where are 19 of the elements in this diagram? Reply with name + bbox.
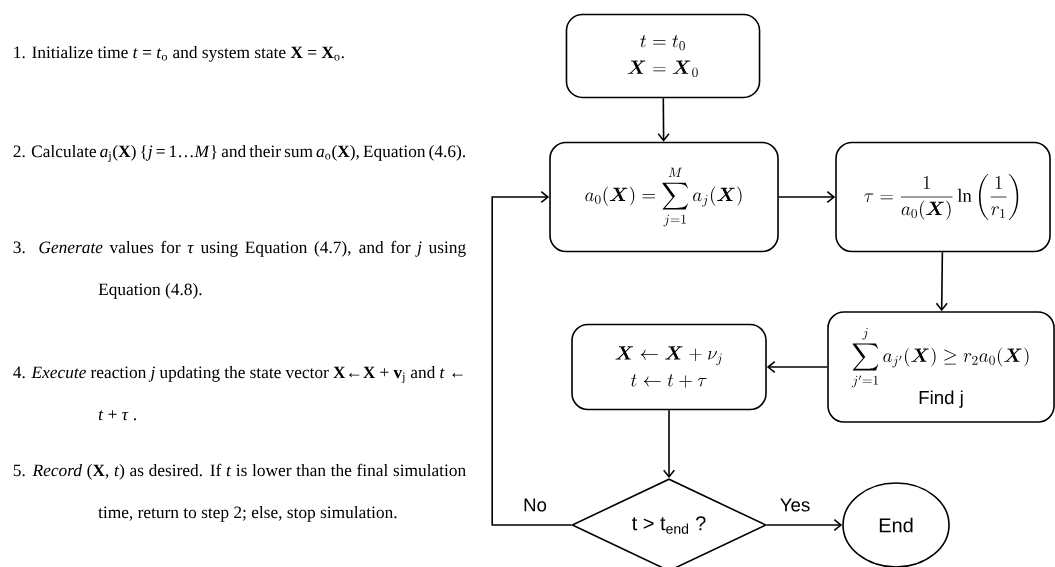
arrow [657,97,670,142]
arrow [662,409,676,479]
arrow [766,360,828,374]
edge-label: No [524,498,547,512]
step-text: 3. Generate values for τ using Equation (4.7), and for j using Equation (4.8). [13,240,466,299]
arrow [935,251,948,312]
step-text: 1. Initialize time t = t$_{o}$ and system state X = X$_{o}$. [14,46,344,62]
arrow [491,190,572,526]
edge-label: Yes [780,498,810,512]
process-box: $a_0(\boldsymbol{X}) = \sum_{j=1}^{M} a_j(\boldsymbol{X})$ [549,141,779,253]
arrow [766,518,843,532]
process-box: $\sum_{j'=1}^{j} a_{j'}(\boldsymbol{X}) \geq r_2 a_0(\boldsymbol{X})$ Find j [827,311,1055,423]
step-text: 5. Record (X, t) as desired. If t is lower than the final simulation time, return to step 2; else, stop simulation. [13,463,466,522]
process-box: $\boldsymbol{X} \leftarrow \boldsymbol{X} + \nu_j$ $t \leftarrow t + \tau$ [571,323,767,411]
step-text: 4. Execute reactionj updating the state vector X←X + v$_{j}$ and t ← t + τ . [13,366,463,421]
process-box: $t = t_0$ $\boldsymbol{X} = \boldsymbol{X}_0$ [565,13,761,99]
arrow [778,190,836,204]
step-text: 2. Calculate a$_{j}$(X) {j = 1…M} and their sum a$_{o}$(X), Equation (4.6). [13,145,465,163]
process-box: $\tau = \frac{1}{a_0(\boldsymbol{X})}\ln\left(\frac{1}{r_1}\right)$ [835,141,1051,253]
